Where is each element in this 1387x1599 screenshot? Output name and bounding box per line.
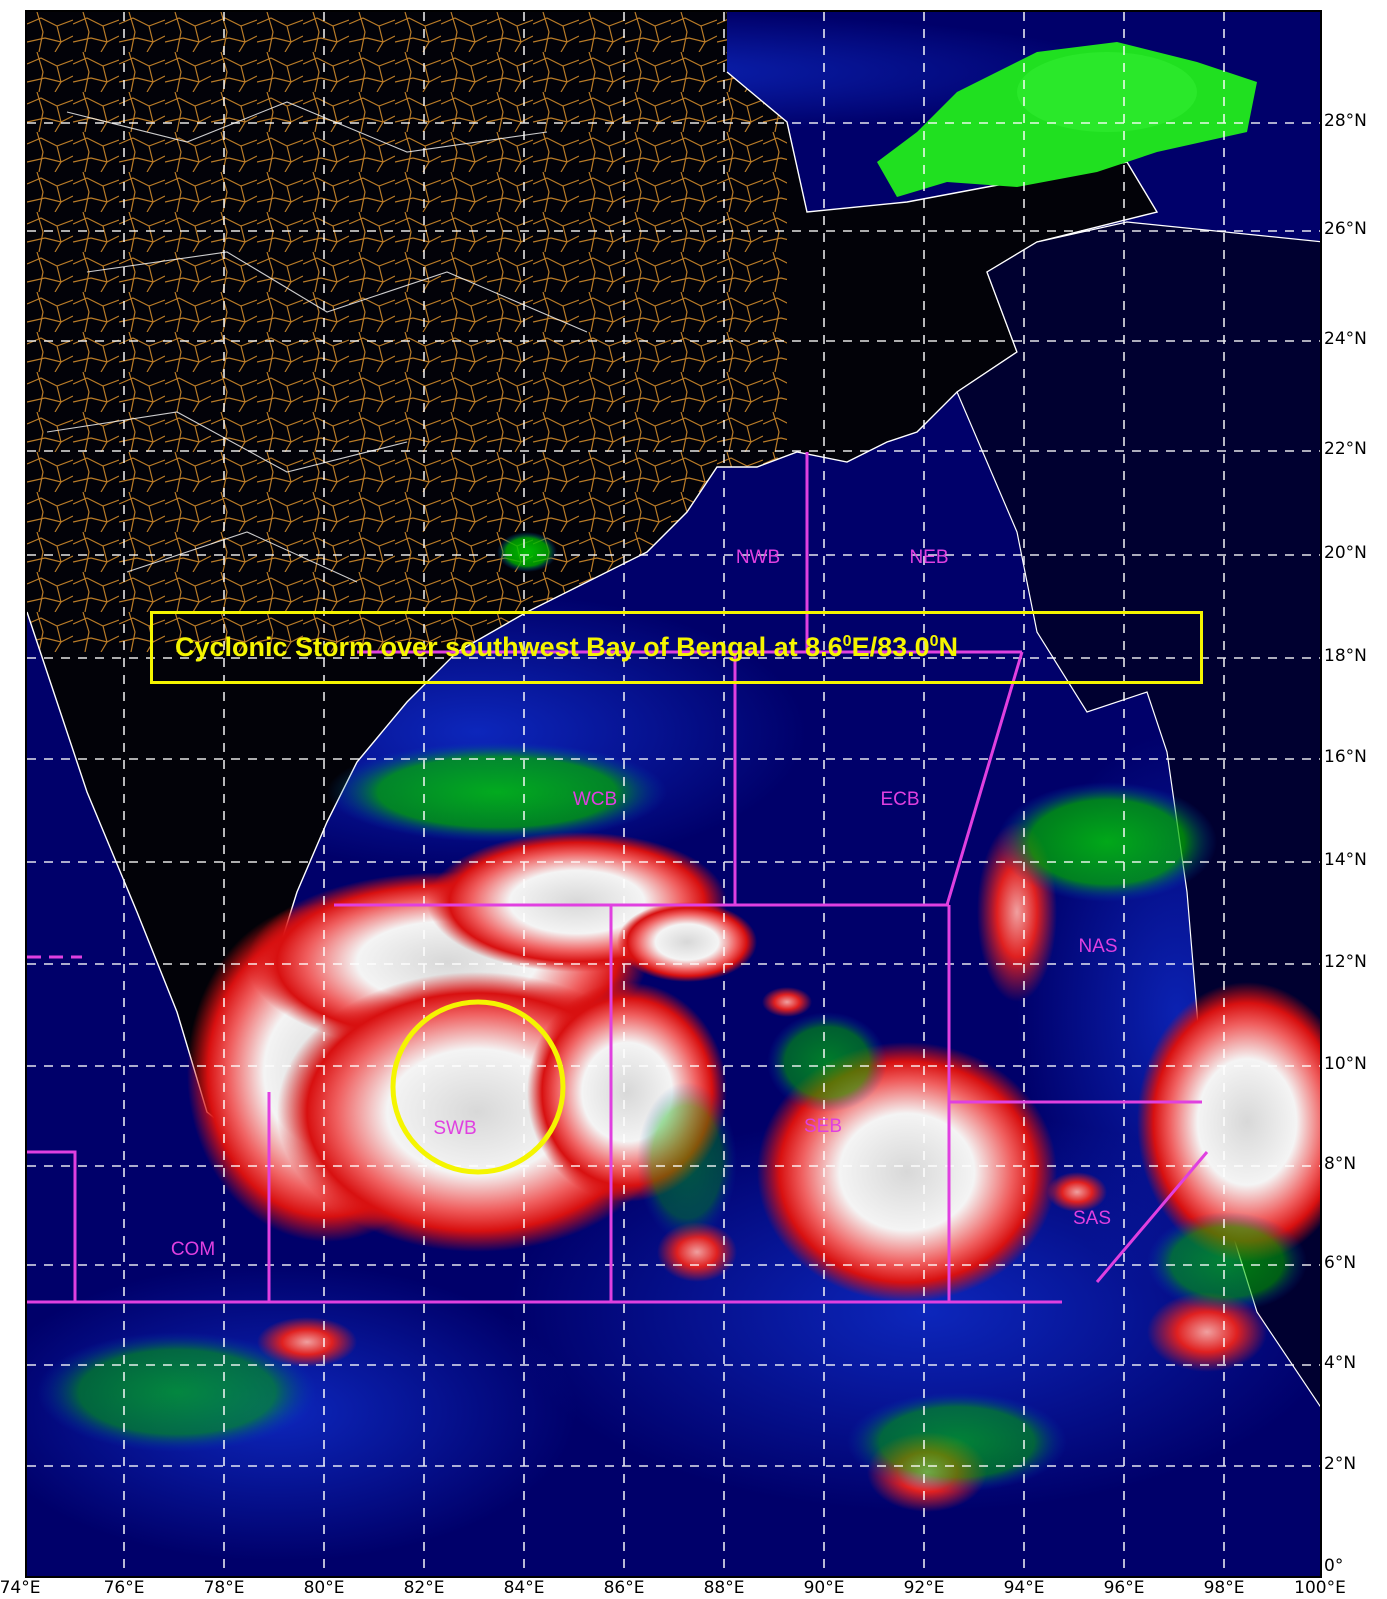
lon-label-96e: 96°E xyxy=(1103,1578,1145,1598)
region-label-nwb: NWB xyxy=(735,547,781,568)
title-part-2: E/83.0 xyxy=(851,632,930,662)
lat-label-22n: 22°N xyxy=(1324,439,1367,459)
region-label-neb: NEB xyxy=(909,547,949,568)
title-degree-2: 0 xyxy=(929,633,939,650)
lat-label-20n: 20°N xyxy=(1324,543,1367,563)
satellite-map xyxy=(25,10,1322,1578)
title-part-3: N xyxy=(938,632,959,662)
lon-label-74e: 74°E xyxy=(0,1578,41,1598)
storm-annotation-box: Cyclonic Storm over southwest Bay of Ben… xyxy=(150,611,1203,684)
lat-label-28n: 28°N xyxy=(1324,111,1367,131)
region-label-com: COM xyxy=(170,1239,216,1260)
lon-label-84e: 84°E xyxy=(503,1578,545,1598)
lat-label-18n: 18°N xyxy=(1324,646,1367,666)
lat-label-0: 0° xyxy=(1324,1556,1344,1576)
lon-label-88e: 88°E xyxy=(703,1578,745,1598)
lon-label-90e: 90°E xyxy=(803,1578,845,1598)
storm-center-marker xyxy=(390,999,566,1175)
lon-label-82e: 82°E xyxy=(403,1578,445,1598)
lat-label-8n: 8°N xyxy=(1324,1154,1357,1174)
lon-label-86e: 86°E xyxy=(603,1578,645,1598)
lat-label-10n: 10°N xyxy=(1324,1054,1367,1074)
lat-label-24n: 24°N xyxy=(1324,329,1367,349)
region-label-sas: SAS xyxy=(1072,1208,1112,1229)
lat-label-2n: 2°N xyxy=(1324,1454,1357,1474)
lat-label-26n: 26°N xyxy=(1324,219,1367,239)
region-label-seb: SEB xyxy=(803,1116,843,1137)
lon-label-76e: 76°E xyxy=(103,1578,145,1598)
lat-label-16n: 16°N xyxy=(1324,747,1367,767)
lon-label-100e: 100°E xyxy=(1294,1578,1346,1598)
region-label-wcb: WCB xyxy=(572,789,618,810)
lon-label-92e: 92°E xyxy=(903,1578,945,1598)
title-degree-1: 0 xyxy=(842,633,852,650)
lon-label-78e: 78°E xyxy=(203,1578,245,1598)
lat-label-14n: 14°N xyxy=(1324,850,1367,870)
region-label-swb: SWB xyxy=(433,1118,477,1139)
storm-annotation-text: Cyclonic Storm over southwest Bay of Ben… xyxy=(175,632,958,663)
lon-label-94e: 94°E xyxy=(1003,1578,1045,1598)
region-label-nas: NAS xyxy=(1078,936,1118,957)
lat-label-12n: 12°N xyxy=(1324,952,1367,972)
lat-label-6n: 6°N xyxy=(1324,1253,1357,1273)
region-label-ecb: ECB xyxy=(880,789,920,810)
satellite-image xyxy=(27,12,1320,1576)
lon-label-80e: 80°E xyxy=(303,1578,345,1598)
lat-label-4n: 4°N xyxy=(1324,1353,1357,1373)
lon-label-98e: 98°E xyxy=(1203,1578,1245,1598)
title-part-1: Cyclonic Storm over southwest Bay of Ben… xyxy=(175,632,843,662)
